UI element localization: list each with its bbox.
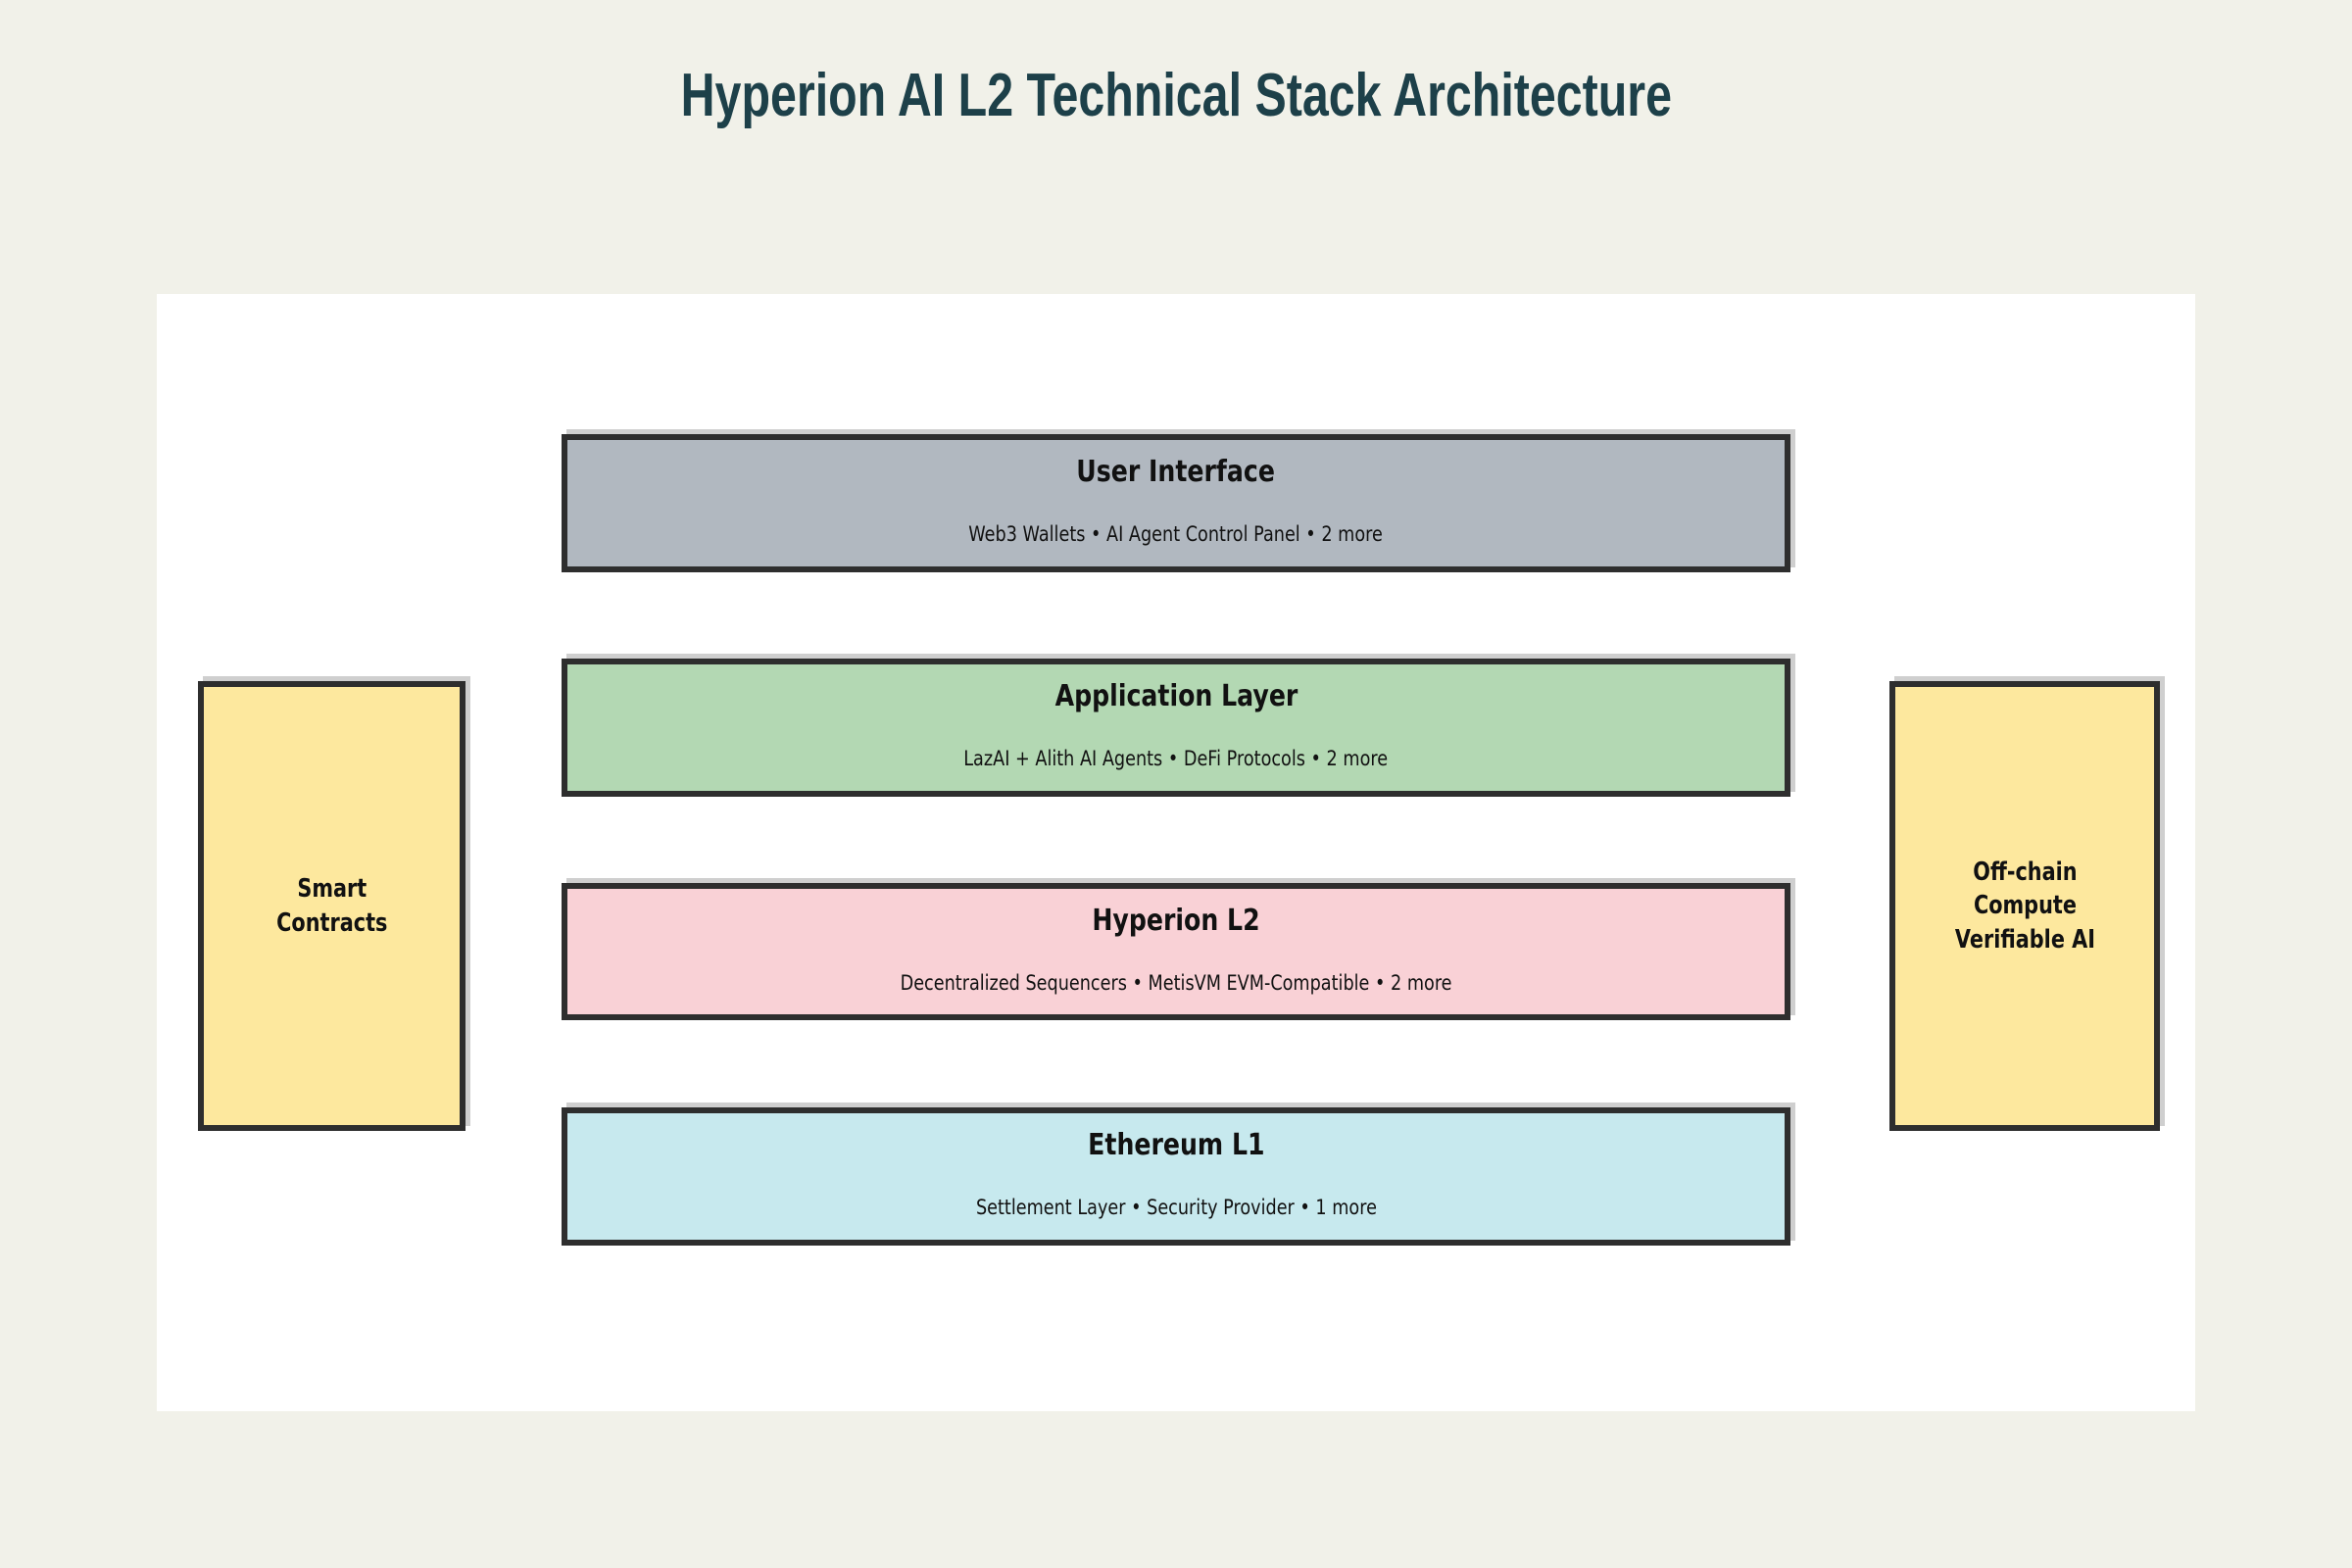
sidebox-label-line: Contracts (275, 907, 388, 938)
layer-title-application-layer: Application Layer (1032, 680, 1321, 712)
layer-title-text: User Interface (1076, 455, 1276, 489)
layer-subtitle-text: Settlement Layer • Security Provider • 1… (975, 1196, 1377, 1219)
layer-box-hyperion-l2: Hyperion L2 Decentralized Sequencers • M… (562, 883, 1790, 1020)
layer-subtitle-user-interface: Web3 Wallets • AI Agent Control Panel • … (929, 522, 1422, 546)
sidebox-offchain-compute-label: Off-chain Compute Verifiable AI (1954, 856, 2094, 956)
layer-subtitle-hyperion-l2: Decentralized Sequencers • MetisVM EVM-C… (848, 971, 1504, 995)
sidebox-label-line: Smart (297, 874, 367, 905)
sidebox-smart-contracts-label: Smart Contracts (276, 872, 387, 940)
sidebox-label-line: Verifiable AI (1954, 924, 2095, 955)
layer-title-hyperion-l2: Hyperion L2 (1076, 905, 1276, 937)
layer-box-application-layer: Application Layer LazAI + Alith AI Agent… (562, 659, 1790, 797)
sidebox-label-line: Off-chain (1972, 858, 2078, 888)
layer-box-ethereum-l1: Ethereum L1 Settlement Layer • Security … (562, 1107, 1790, 1246)
diagram-title: Hyperion AI L2 Technical Stack Architect… (0, 61, 2352, 130)
layer-subtitle-application-layer: LazAI + Alith AI Agents • DeFi Protocols… (923, 747, 1428, 770)
layer-title-text: Application Layer (1054, 679, 1298, 713)
layer-title-ethereum-l1: Ethereum L1 (1071, 1129, 1282, 1161)
layer-title-text: Hyperion L2 (1092, 904, 1260, 938)
layer-subtitle-text: Web3 Wallets • AI Agent Control Panel • … (968, 522, 1384, 546)
layer-subtitle-text: Decentralized Sequencers • MetisVM EVM-C… (900, 971, 1452, 995)
layer-box-user-interface: User Interface Web3 Wallets • AI Agent C… (562, 434, 1790, 572)
layer-subtitle-ethereum-l1: Settlement Layer • Security Provider • 1… (938, 1196, 1415, 1219)
layer-title-user-interface: User Interface (1057, 456, 1294, 488)
sidebox-offchain-compute: Off-chain Compute Verifiable AI (1889, 681, 2160, 1131)
sidebox-label-line: Compute (1973, 891, 2077, 921)
layer-subtitle-text: LazAI + Alith AI Agents • DeFi Protocols… (963, 747, 1389, 770)
sidebox-smart-contracts: Smart Contracts (198, 681, 466, 1131)
layer-title-text: Ethereum L1 (1087, 1128, 1265, 1162)
diagram-title-text: Hyperion AI L2 Technical Stack Architect… (680, 62, 1672, 129)
